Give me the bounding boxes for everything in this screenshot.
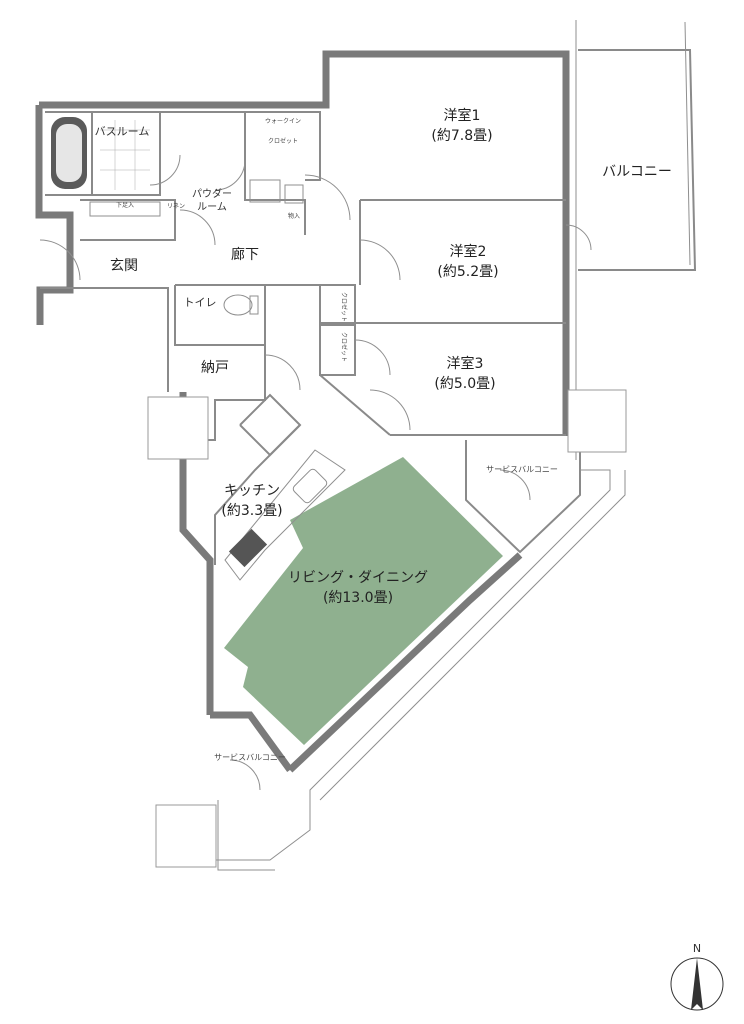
label-powder-1: パウダー <box>192 187 232 200</box>
label-walkin-2: クロゼット <box>268 137 298 145</box>
label-kitchen-name: キッチン <box>224 483 280 499</box>
wall-powder <box>160 111 306 235</box>
balcony-rail <box>684 21 691 266</box>
wall-bath <box>45 111 161 196</box>
outer-wall-top <box>39 50 570 436</box>
label-linen: リネン <box>167 203 185 210</box>
wall-hall-upper <box>80 199 176 241</box>
pillar-right <box>567 389 627 453</box>
label-bathroom: バスルーム <box>95 125 150 138</box>
label-western2-name: 洋室2 <box>450 243 487 260</box>
outer-wall-left-upper <box>35 105 74 325</box>
kitchen-stove <box>228 528 268 568</box>
railing-lower-left <box>217 800 275 871</box>
label-living-name: リビング・ダイニング <box>288 570 428 586</box>
railing-right-diagonal <box>215 469 611 861</box>
label-western1-size: (約7.8畳) <box>431 128 492 144</box>
compass: N <box>670 942 724 1011</box>
label-entrance: 玄関 <box>110 257 138 274</box>
toilet-bowl <box>223 294 253 316</box>
wall-storage <box>180 344 266 441</box>
label-walkin-1: ウォークイン <box>265 117 301 125</box>
door-swings <box>39 154 592 791</box>
kitchen-sink <box>292 468 328 504</box>
label-western2-size: (約5.2畳) <box>437 264 498 280</box>
bathtub-inner <box>56 124 82 182</box>
label-western3-size: (約5.0畳) <box>434 376 495 392</box>
label-hallway: 廊下 <box>231 246 259 263</box>
label-storage: 納戸 <box>201 360 229 376</box>
pillar-lower <box>155 804 217 868</box>
outer-wall-entrance <box>40 287 169 392</box>
label-balcony: バルコニー <box>602 164 672 180</box>
wall-toilet <box>174 284 266 346</box>
label-western3-name: 洋室3 <box>447 355 484 372</box>
living-dining-fill <box>224 457 503 745</box>
label-kitchen-size: (約3.3畳) <box>221 503 282 519</box>
wall-walkin <box>245 111 321 181</box>
outer-wall-service-balcony <box>465 440 581 554</box>
label-closet-1: クロゼット <box>340 292 348 322</box>
compass-needle-icon <box>691 958 703 1010</box>
compass-label: N <box>693 942 701 955</box>
balcony-outline <box>578 49 697 271</box>
wall-kitchen-left <box>214 424 301 565</box>
outer-wall-right-diagonal <box>287 552 523 773</box>
wall-closets <box>319 284 356 376</box>
label-service-balcony-1: サービスバルコニー <box>486 465 558 474</box>
outer-wall-diagonal-lower <box>210 711 293 773</box>
label-living-size: (約13.0畳) <box>323 590 393 606</box>
storage-box <box>284 184 304 204</box>
railing-right-diagonal-2 <box>319 470 626 801</box>
toilet-tank <box>249 295 259 315</box>
label-western1-name: 洋室1 <box>444 107 481 124</box>
label-powder-2: ルーム <box>197 201 227 213</box>
label-shoebox: 下足入 <box>116 202 134 209</box>
powder-sink <box>249 179 281 203</box>
label-service-balcony-2: サービスバルコニー <box>214 753 286 762</box>
pillar-left <box>147 396 209 460</box>
wall-bedroom3-diag <box>319 374 391 436</box>
wall-kitchen-diamond <box>239 393 302 457</box>
shoebox <box>89 201 161 217</box>
bath-floor-grid <box>100 120 150 190</box>
label-closet-2: クロゼット <box>340 332 348 362</box>
label-toilet: トイレ <box>184 296 217 309</box>
label-storage-in: 物入 <box>288 212 300 220</box>
